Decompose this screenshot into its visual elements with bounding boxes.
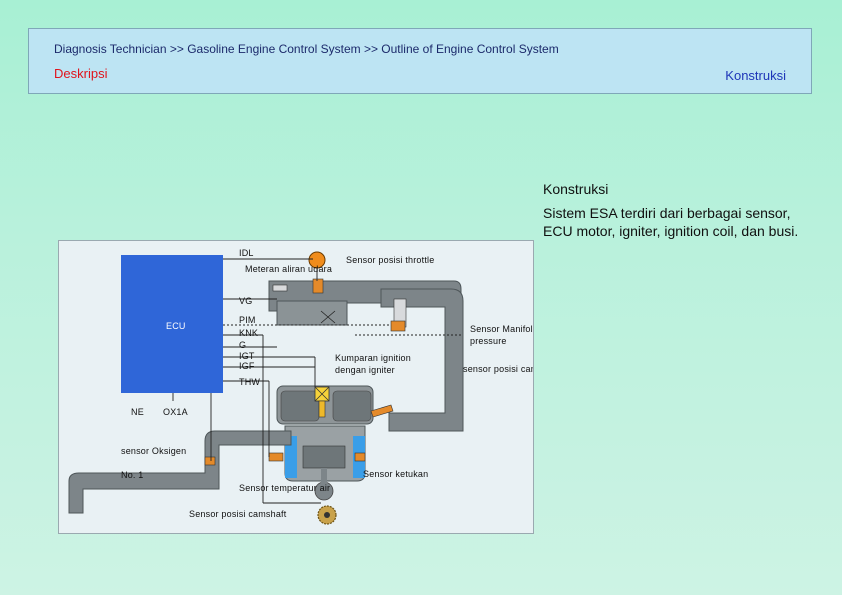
label-ne: NE (131, 407, 144, 417)
label-oxygen-sensor: sensor Oksigen (121, 446, 187, 456)
description-body: Sistem ESA terdiri dari berbagai sensor,… (543, 205, 799, 239)
engine-diagram-graphic (68, 251, 464, 525)
label-thw: THW (239, 377, 261, 387)
knock-sensor (354, 452, 366, 462)
description-title: Konstruksi (543, 181, 609, 197)
label-knock-sensor: Sensor ketukan (363, 469, 429, 479)
label-no-1: No. 1 (121, 470, 144, 480)
piston (302, 445, 346, 469)
tab-deskripsi[interactable]: Deskripsi (54, 66, 108, 81)
water-temp-sensor (268, 452, 284, 462)
air-flow-meter (272, 284, 288, 292)
intake-manifold (380, 288, 464, 432)
throttle-sensor-body (312, 278, 324, 294)
label-knk: KNK (239, 328, 259, 338)
header-banner: Diagnosis Technician >> Gasoline Engine … (28, 28, 812, 94)
esa-system-diagram: IDL Meteran aliran udara Sensor posisi t… (58, 240, 534, 534)
label-g: G (239, 340, 247, 350)
tab-konstruksi[interactable]: Konstruksi (725, 68, 786, 83)
label-ignition-coil-igniter: Kumparan ignition dengan igniter (335, 353, 411, 375)
ecu-wiring (172, 258, 463, 504)
exhaust-pipe (68, 430, 292, 514)
label-camshaft-sensor-bottom: Sensor posisi camshaft (189, 509, 287, 519)
oxygen-sensor (204, 456, 216, 466)
label-camshaft-sensor-right: sensor posisi camshaft (463, 364, 533, 374)
label-ox1a: OX1A (163, 407, 188, 417)
label-idl: IDL (239, 248, 254, 258)
label-ecu: ECU (166, 321, 186, 331)
label-air-flow-meter: Meteran aliran udara (245, 264, 333, 274)
label-igt: IGT (239, 351, 255, 361)
label-throttle-position-sensor: Sensor posisi throttle (346, 255, 435, 265)
label-manifold-pressure-sensor: Sensor Manifold pressure (470, 324, 534, 346)
water-jacket-left (285, 436, 297, 478)
label-pim: PIM (239, 315, 256, 325)
ecu-box (121, 255, 223, 393)
label-igf: IGF (239, 361, 255, 371)
fuel-injector (370, 404, 394, 418)
surge-tank (276, 300, 348, 326)
label-water-temp-sensor: Sensor temperatur air (239, 483, 331, 493)
manifold-pressure-sensor (390, 320, 406, 332)
breadcrumb: Diagnosis Technician >> Gasoline Engine … (54, 42, 559, 56)
label-vg: VG (239, 296, 253, 306)
